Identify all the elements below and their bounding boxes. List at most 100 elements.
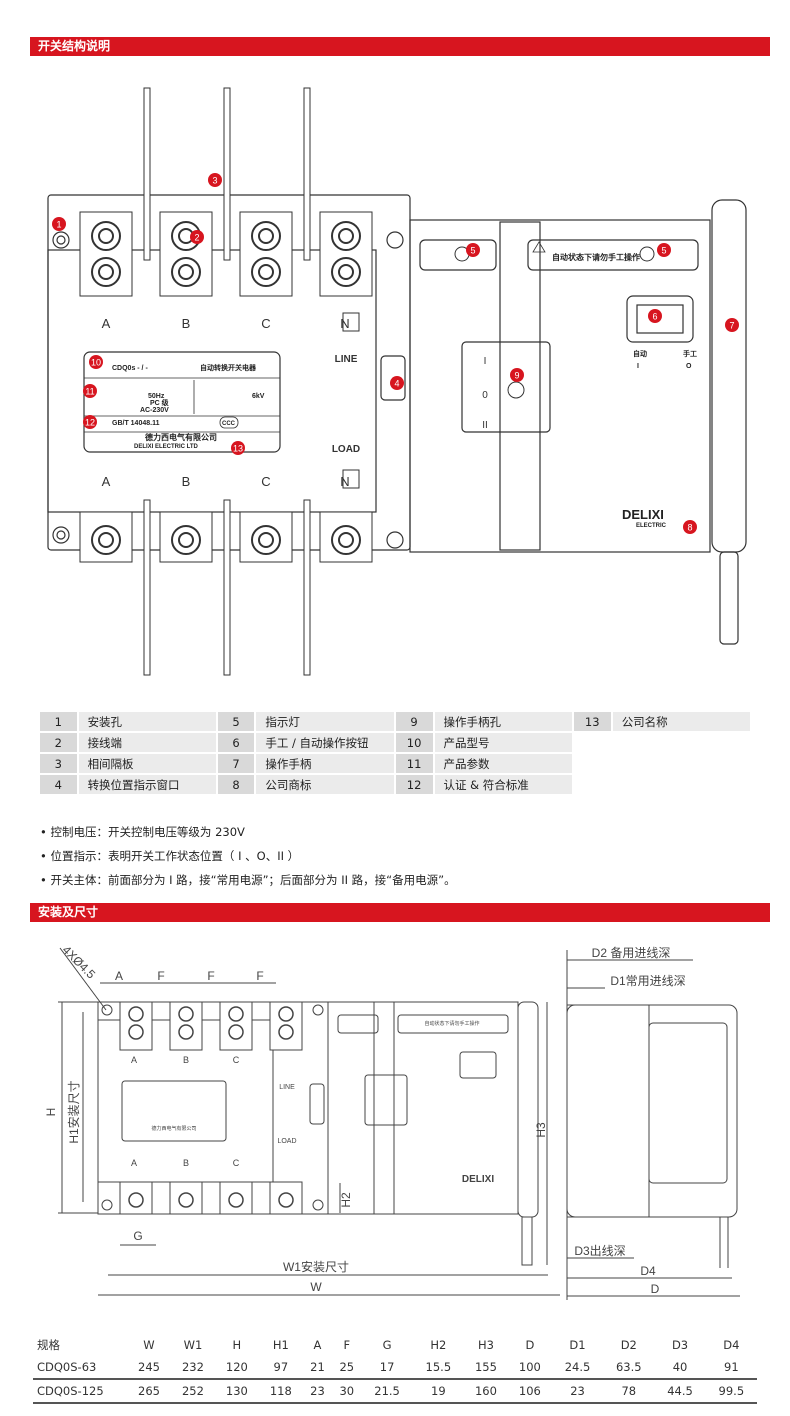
table-cell: F (332, 1334, 362, 1356)
legend-number (574, 733, 611, 752)
nameplate-company-en: DELIXI ELECTRIC LTD (134, 444, 199, 450)
position-0: 0 (482, 390, 488, 401)
handle-hole-icon (507, 381, 525, 399)
table-cell: 100 (507, 1356, 552, 1380)
mounting-hole-icon (101, 1199, 113, 1211)
phase-label-bottom: C (261, 474, 270, 489)
legend-number: 13 (573, 712, 611, 731)
table-cell: 23 (302, 1379, 333, 1404)
nameplate-company-cn: 德力西电气有限公司 (151, 1125, 196, 1132)
terminal-screw-icon (338, 228, 354, 244)
table-cell: 91 (705, 1356, 757, 1380)
legend-number: 11 (395, 754, 433, 773)
table-cell: 21.5 (361, 1379, 413, 1404)
phase-barrier (143, 499, 151, 676)
table-cell: 44.5 (654, 1379, 706, 1404)
legend-number: 2 (40, 733, 77, 752)
terminal-bottom (269, 1181, 303, 1215)
terminal-screw-icon (128, 1024, 144, 1040)
callout-marker (52, 217, 66, 231)
table-cell: G (361, 1334, 413, 1356)
mounting-hole-icon (312, 1199, 324, 1211)
phase-label: A (131, 1055, 137, 1065)
table-cell: 40 (654, 1356, 706, 1380)
brand-logo: DELIXI (622, 507, 664, 522)
terminal-screw-icon (91, 257, 121, 287)
terminal-screw-icon (331, 257, 361, 287)
terminal-screw-icon (278, 1006, 294, 1022)
table-cell: 99.5 (705, 1379, 757, 1404)
legend-label: 操作手柄孔 (434, 712, 572, 731)
dim-g: G (133, 1229, 142, 1243)
nameplate-model: CDQ0s - / - (112, 365, 148, 372)
callout-marker (231, 441, 245, 455)
terminal-screw-icon (338, 264, 354, 280)
legend-number: 8 (217, 775, 255, 794)
terminal-screw-icon (251, 525, 281, 555)
phase-label-top: N (340, 316, 349, 331)
section-header-install: 安装及尺寸 (30, 903, 770, 922)
phase-barrier (143, 87, 151, 261)
terminal-top (239, 211, 293, 297)
phase-label-bottom: A (102, 474, 111, 489)
legend-label: 产品参数 (434, 754, 572, 773)
dim-h2: H2 (339, 1192, 353, 1208)
table-cell: 78 (603, 1379, 655, 1404)
manual-label: 手工 (683, 349, 697, 358)
operating-handle (711, 199, 747, 553)
position-window (380, 355, 406, 401)
table-cell: 15.5 (412, 1356, 464, 1380)
callout-marker (510, 368, 524, 382)
phase-label-bottom: N (340, 474, 349, 489)
terminal-screw-icon (171, 257, 201, 287)
terminal-top (219, 1001, 253, 1051)
ccc-mark: CCC (222, 421, 236, 427)
table-cell: 120 (214, 1356, 259, 1380)
line-label: LINE (335, 354, 358, 365)
auto-label: 自动 (633, 349, 647, 358)
callout-marker (657, 243, 671, 257)
callout-number: 12 (85, 418, 95, 428)
callout-number: 2 (194, 233, 199, 243)
legend-number: 3 (40, 754, 77, 773)
phase-label: B (183, 1055, 189, 1065)
auto-pos: I (637, 363, 639, 370)
terminal-screw-icon (258, 532, 274, 548)
callout-marker (466, 243, 480, 257)
terminal-bottom (119, 1181, 153, 1215)
terminal-screw-icon (178, 1024, 194, 1040)
handle-hub (461, 341, 551, 433)
legend-label (613, 754, 750, 773)
table-cell: 规格 (33, 1334, 127, 1356)
section-header-structure: 开关结构说明 (30, 37, 770, 56)
terminal-top (319, 211, 373, 297)
terminal-screw-icon (91, 525, 121, 555)
legend-label: 接线端 (78, 733, 216, 752)
table-cell: 106 (507, 1379, 552, 1404)
terminal-top (159, 211, 213, 297)
phase-barrier (303, 499, 311, 676)
dim-d4: D4 (640, 1264, 656, 1278)
side-view-outline (566, 1004, 738, 1218)
table-cell: 130 (214, 1379, 259, 1404)
warning-text: 自动状态下请勿手工操作 (552, 252, 640, 262)
dim-h1: H1安装尺寸 (66, 1080, 81, 1143)
mounting-hole-icon (101, 1004, 113, 1016)
dim-d3: D3出线深 (574, 1244, 625, 1258)
nameplate-name: 自动转换开关电器 (200, 363, 257, 372)
terminal-screw-icon (331, 221, 361, 251)
line-label: LINE (279, 1084, 295, 1091)
legend-number: 12 (395, 775, 433, 794)
terminal-screw-icon (128, 1006, 144, 1022)
terminal-screw-icon (178, 532, 194, 548)
phase-barrier (223, 87, 231, 261)
table-cell: H (214, 1334, 259, 1356)
table-cell: H1 (258, 1334, 303, 1356)
n-box (342, 312, 360, 332)
mode-switch (636, 304, 684, 334)
position-ii: II (482, 420, 488, 431)
